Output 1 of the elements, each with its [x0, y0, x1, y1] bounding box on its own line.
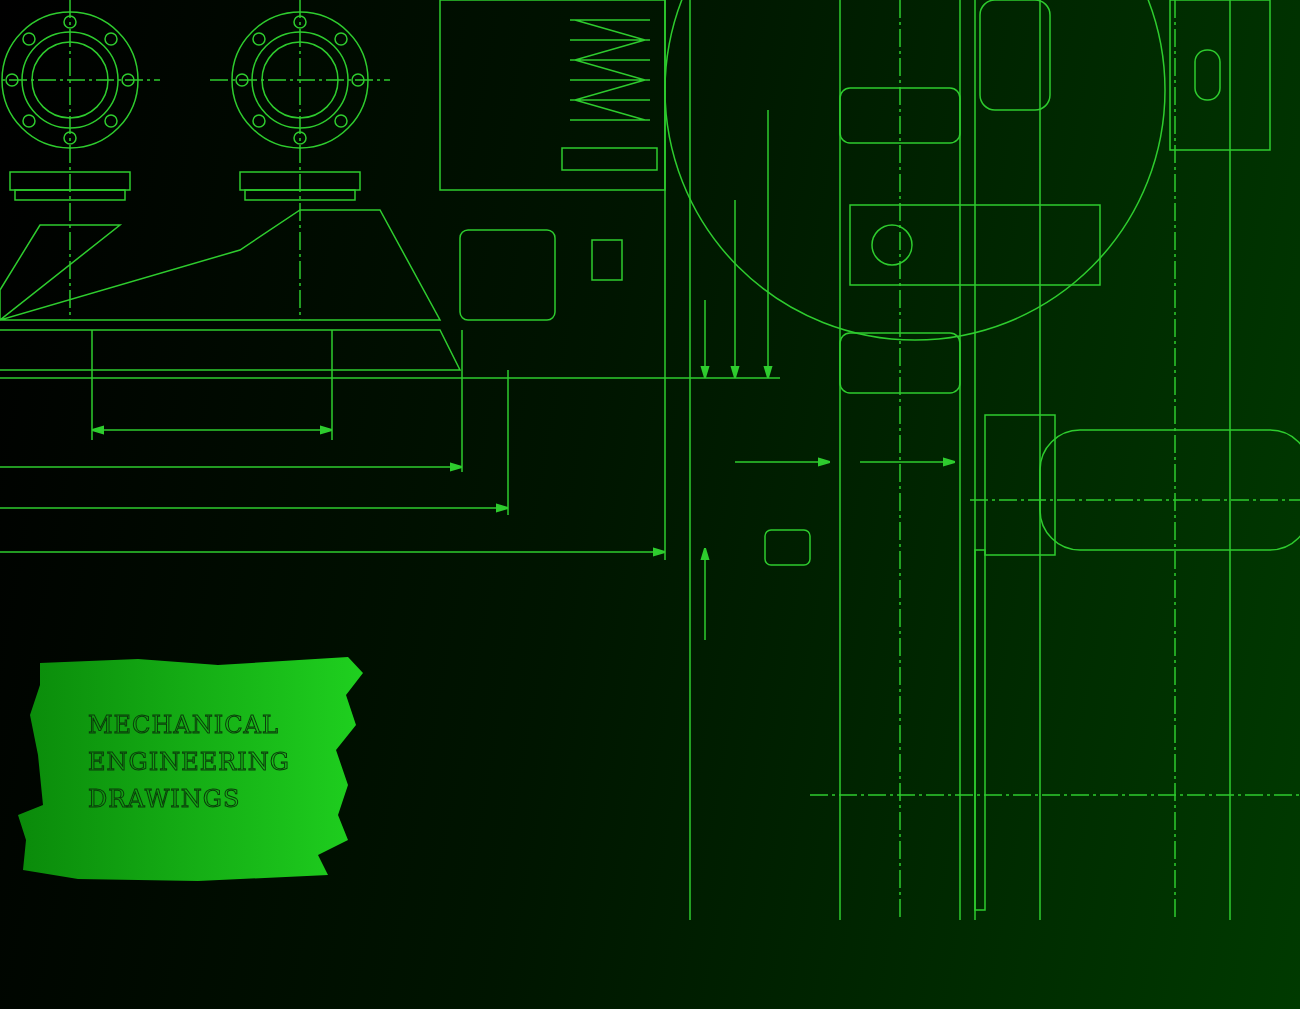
banner-title: MECHANICAL ENGINEERING DRAWINGS: [88, 710, 291, 815]
